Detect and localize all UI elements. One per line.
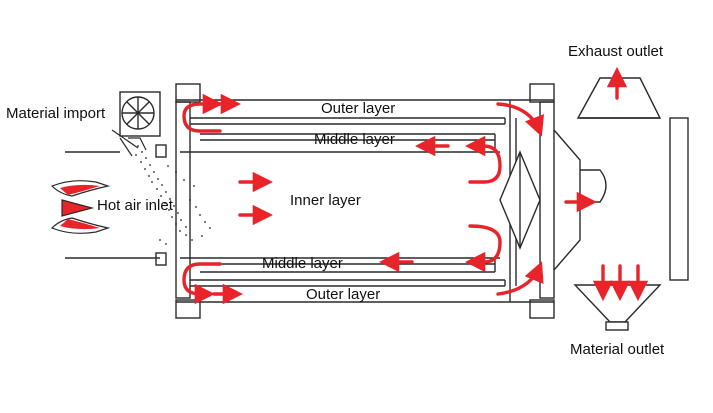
flow-arrow-icon	[496, 261, 544, 296]
material-import-label: Material import	[6, 105, 106, 122]
middle-layer-bottom-label: Middle layer	[262, 255, 343, 272]
middle-layer-top-label: Middle layer	[314, 131, 395, 148]
outer-layer-top-label: Outer layer	[321, 100, 396, 117]
inner-layer-label: Inner layer	[290, 192, 361, 209]
deflector-diamond	[499, 150, 541, 250]
flow-arrow-icon	[496, 102, 545, 137]
material-import-pointer	[111, 129, 139, 149]
inlet-duct-lines	[65, 151, 160, 259]
material-outlet-label: Material outlet	[570, 341, 665, 358]
flow-arrow-icon	[464, 224, 502, 273]
outer-layer-bottom-label: Outer layer	[306, 286, 381, 303]
material-particles	[135, 145, 211, 245]
flow-arrows	[182, 66, 649, 305]
exhaust-outlet-label: Exhaust outlet	[568, 43, 664, 60]
hot-air-inlet-label: Hot air inlet	[97, 197, 173, 214]
flow-arrow-icon	[464, 135, 502, 184]
flow-arrow-icon	[182, 93, 224, 133]
flow-arrow-icon	[182, 262, 222, 305]
rotary-feeder-valve-icon	[119, 91, 161, 137]
flame-icon	[50, 180, 111, 234]
material-chute	[119, 137, 147, 157]
